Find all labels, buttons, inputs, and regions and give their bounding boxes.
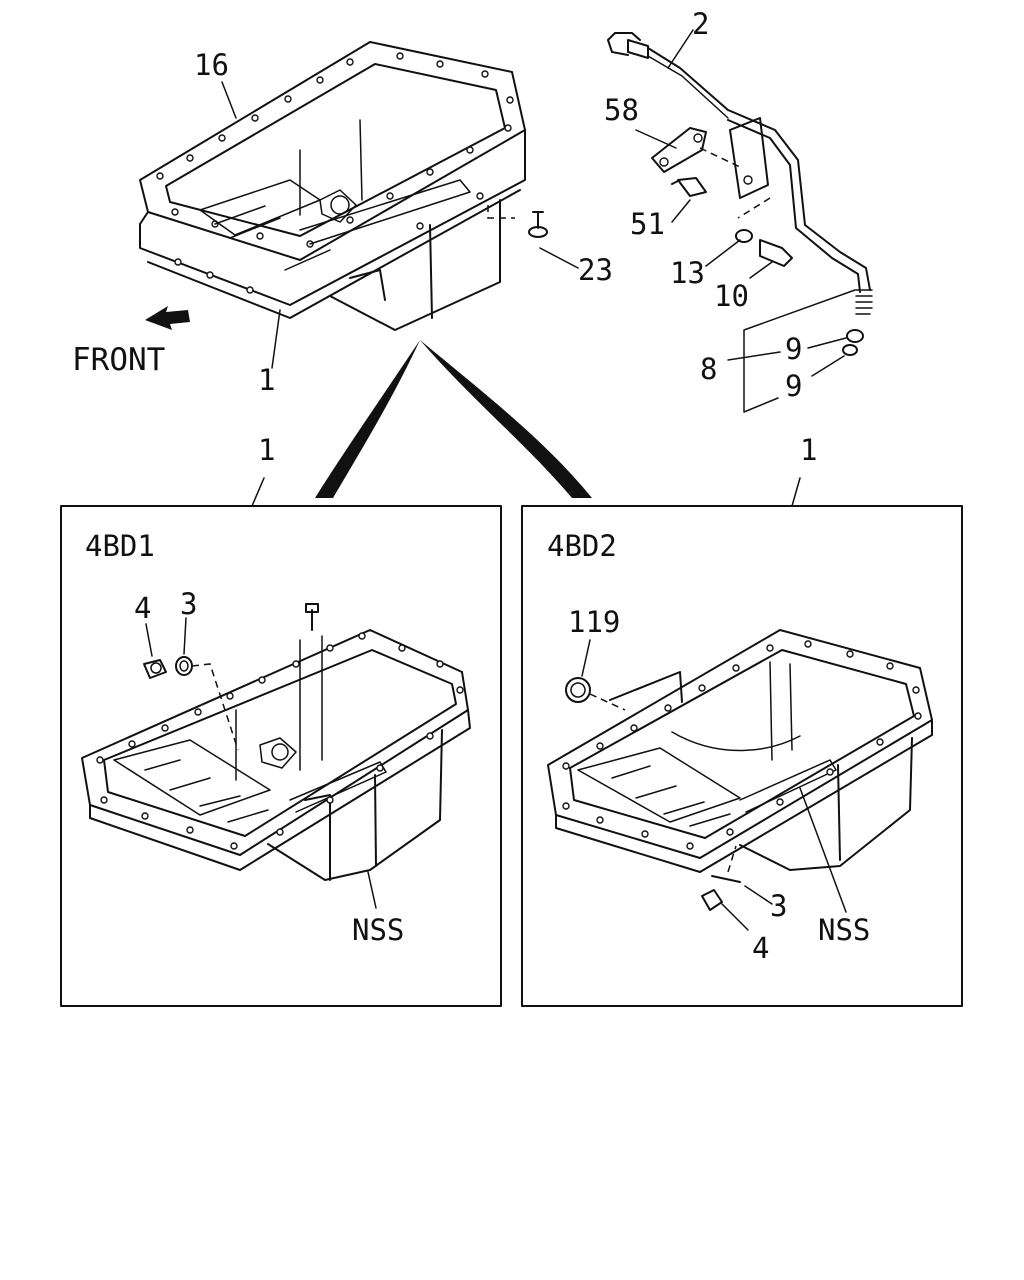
washer-13: [735, 229, 753, 243]
label-front: FRONT: [72, 342, 165, 378]
label-16: 16: [194, 48, 229, 82]
drain-plug-4-4bd2: [701, 889, 723, 911]
plug-119: [565, 677, 626, 711]
label-10: 10: [714, 279, 749, 313]
panel-4bd2-label-4: 4: [752, 931, 769, 965]
clip-58: [651, 127, 743, 173]
bolt-23: [528, 211, 548, 238]
panel-4bd2-label-nss: NSS: [818, 913, 870, 947]
oil-pan-4bd1: [81, 603, 471, 881]
panel-4bd2: 4BD2: [521, 505, 963, 1007]
leader-119: [581, 639, 591, 677]
label-9-upper: 9: [785, 332, 802, 366]
panel-4bd1-label-3: 3: [180, 587, 197, 621]
o-ring-9-upper: [846, 329, 864, 343]
panel-4bd1-title: 4BD1: [85, 529, 155, 563]
oil-pan-4bd2: [547, 629, 933, 873]
label-13: 13: [670, 256, 705, 290]
leader-nss-4bd2: [799, 787, 847, 913]
leader-3-4bd1: [183, 617, 187, 655]
leader-4-4bd1: [145, 623, 153, 657]
dipstick-guide-tube: [727, 109, 873, 315]
panel-4bd1: 4BD1: [60, 505, 502, 1007]
top-oil-pan-assembly: [139, 41, 548, 331]
panel-4bd2-title: 4BD2: [547, 529, 617, 563]
panel-4bd1-frame: [60, 505, 502, 1007]
label-1-top: 1: [258, 363, 275, 397]
panel-4bd2-label-119: 119: [568, 605, 620, 639]
connector-arcs: [251, 340, 801, 507]
drain-plug-4: [143, 659, 167, 679]
label-58: 58: [604, 93, 639, 127]
bolt-10: [759, 239, 793, 267]
panel-4bd2-label-3: 3: [770, 889, 787, 923]
dipstick-handle: [607, 32, 729, 119]
o-ring-9-lower: [842, 344, 858, 356]
label-2: 2: [692, 7, 709, 41]
leader-nss-4bd1: [367, 871, 377, 909]
label-1-right: 1: [800, 433, 817, 467]
label-1-left: 1: [258, 433, 275, 467]
leader-4-4bd2: [721, 903, 749, 931]
drain-washer-3-4bd2: [711, 845, 741, 883]
front-arrow-icon: [145, 306, 190, 330]
label-23: 23: [578, 253, 613, 287]
panel-4bd1-label-nss: NSS: [352, 913, 404, 947]
label-51: 51: [630, 207, 665, 241]
bolt-51: [671, 177, 707, 197]
leader-lines-top: [221, 29, 847, 377]
label-8: 8: [700, 352, 717, 386]
leader-3-4bd2: [744, 885, 773, 905]
panel-4bd2-frame: [521, 505, 963, 1007]
oil-pan-top: [139, 119, 526, 331]
panel-4bd1-label-4: 4: [134, 591, 151, 625]
label-9-lower: 9: [785, 369, 802, 403]
tube-bracket: [729, 117, 771, 219]
drain-washer-3: [175, 656, 239, 751]
